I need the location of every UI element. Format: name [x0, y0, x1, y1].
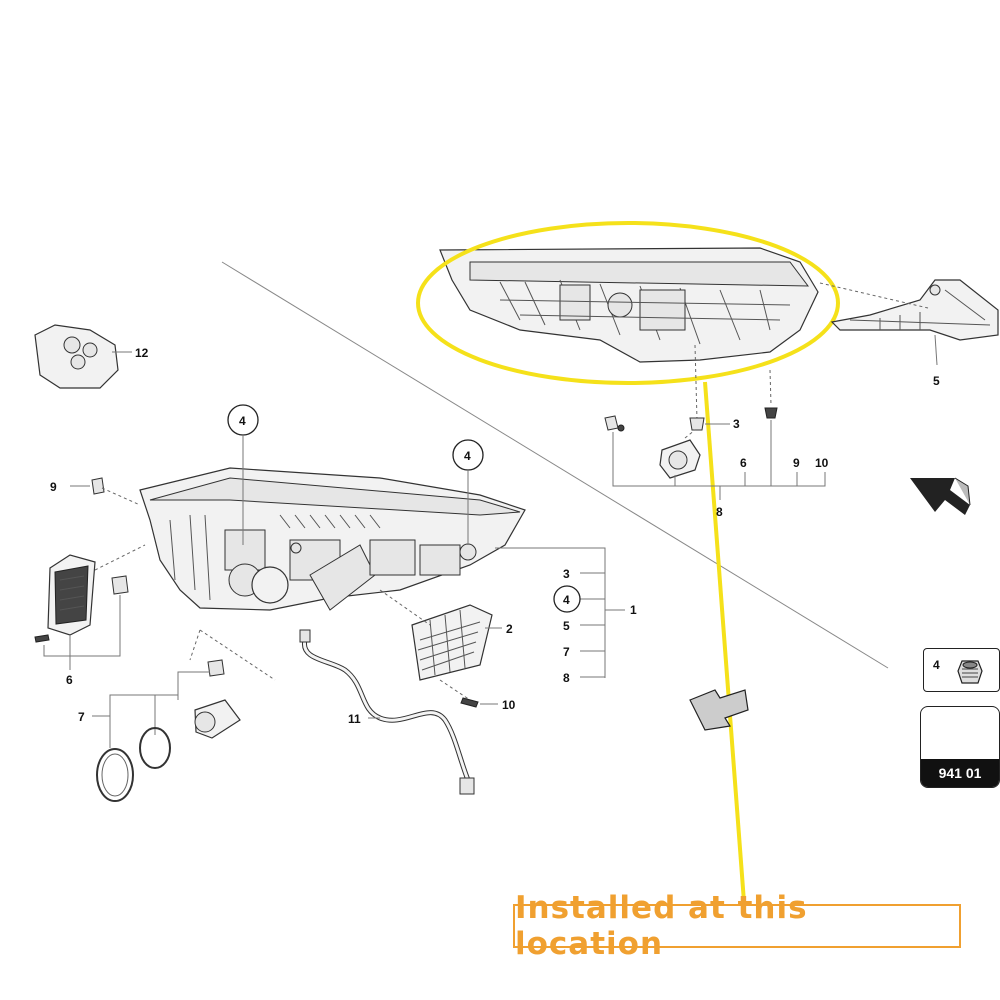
clip-part-9-upper: [604, 415, 625, 432]
callout-text: Installed at this location: [515, 890, 808, 962]
label-10-lower: 10: [502, 698, 516, 712]
callout-pointer-line: [703, 381, 746, 903]
label-9-left: 9: [50, 480, 57, 494]
label-6-left: 6: [66, 673, 73, 687]
label-5-upper: 5: [933, 374, 940, 388]
label-5-list: 5: [563, 619, 570, 633]
cover-cap-part-12: [34, 324, 119, 389]
label-10-upper: 10: [815, 456, 829, 470]
leveling-motor: [659, 439, 701, 479]
control-module: [47, 554, 96, 636]
marker-4-right-text: 4: [464, 449, 471, 463]
circle-marker-4-list: [553, 585, 581, 613]
grommet-part-3: [689, 417, 705, 431]
marker-4-left-text: 4: [239, 414, 246, 428]
label-3-list: 3: [563, 567, 570, 581]
reference-code-box: 941 01: [920, 706, 1000, 788]
label-6-upper: 6: [740, 456, 747, 470]
screw-part-10-upper: [764, 407, 778, 419]
installed-location-callout: Installed at this location: [513, 890, 961, 962]
highlight-ellipse: [416, 221, 840, 385]
bulb-socket: [194, 659, 241, 739]
connector-bracket: [111, 575, 129, 595]
screw-part-10-lower: [460, 697, 479, 708]
seal-ring-small: [139, 727, 171, 769]
mounting-bracket: [830, 279, 999, 341]
reference-code: 941 01: [921, 759, 999, 787]
inset-part-box: 4: [923, 648, 1000, 692]
screw-part-6: [34, 634, 50, 643]
label-11: 11: [348, 712, 361, 726]
label-7-left: 7: [78, 710, 85, 724]
headlight-housing: [139, 467, 526, 611]
direction-arrow-right: [910, 477, 971, 515]
heat-sink-part-2: [411, 604, 493, 681]
label-8-upper: 8: [716, 505, 723, 519]
label-12: 12: [135, 346, 149, 360]
nut-icon: [957, 660, 983, 684]
label-9-upper: 9: [793, 456, 800, 470]
inset-part-label: 4: [933, 658, 940, 672]
clip-part-9-left: [91, 477, 105, 495]
label-4-list: 4: [563, 593, 570, 607]
label-2: 2: [506, 622, 513, 636]
direction-arrow-center: [689, 689, 749, 731]
installed-headlight: [439, 247, 819, 363]
label-7-list: 7: [563, 645, 570, 659]
separator-line: [221, 261, 889, 669]
label-3-upper: 3: [733, 417, 740, 431]
label-8-list: 8: [563, 671, 570, 685]
label-1: 1: [630, 603, 637, 617]
seal-ring-large: [96, 748, 134, 802]
wiring-harness-part-11: [299, 629, 475, 795]
